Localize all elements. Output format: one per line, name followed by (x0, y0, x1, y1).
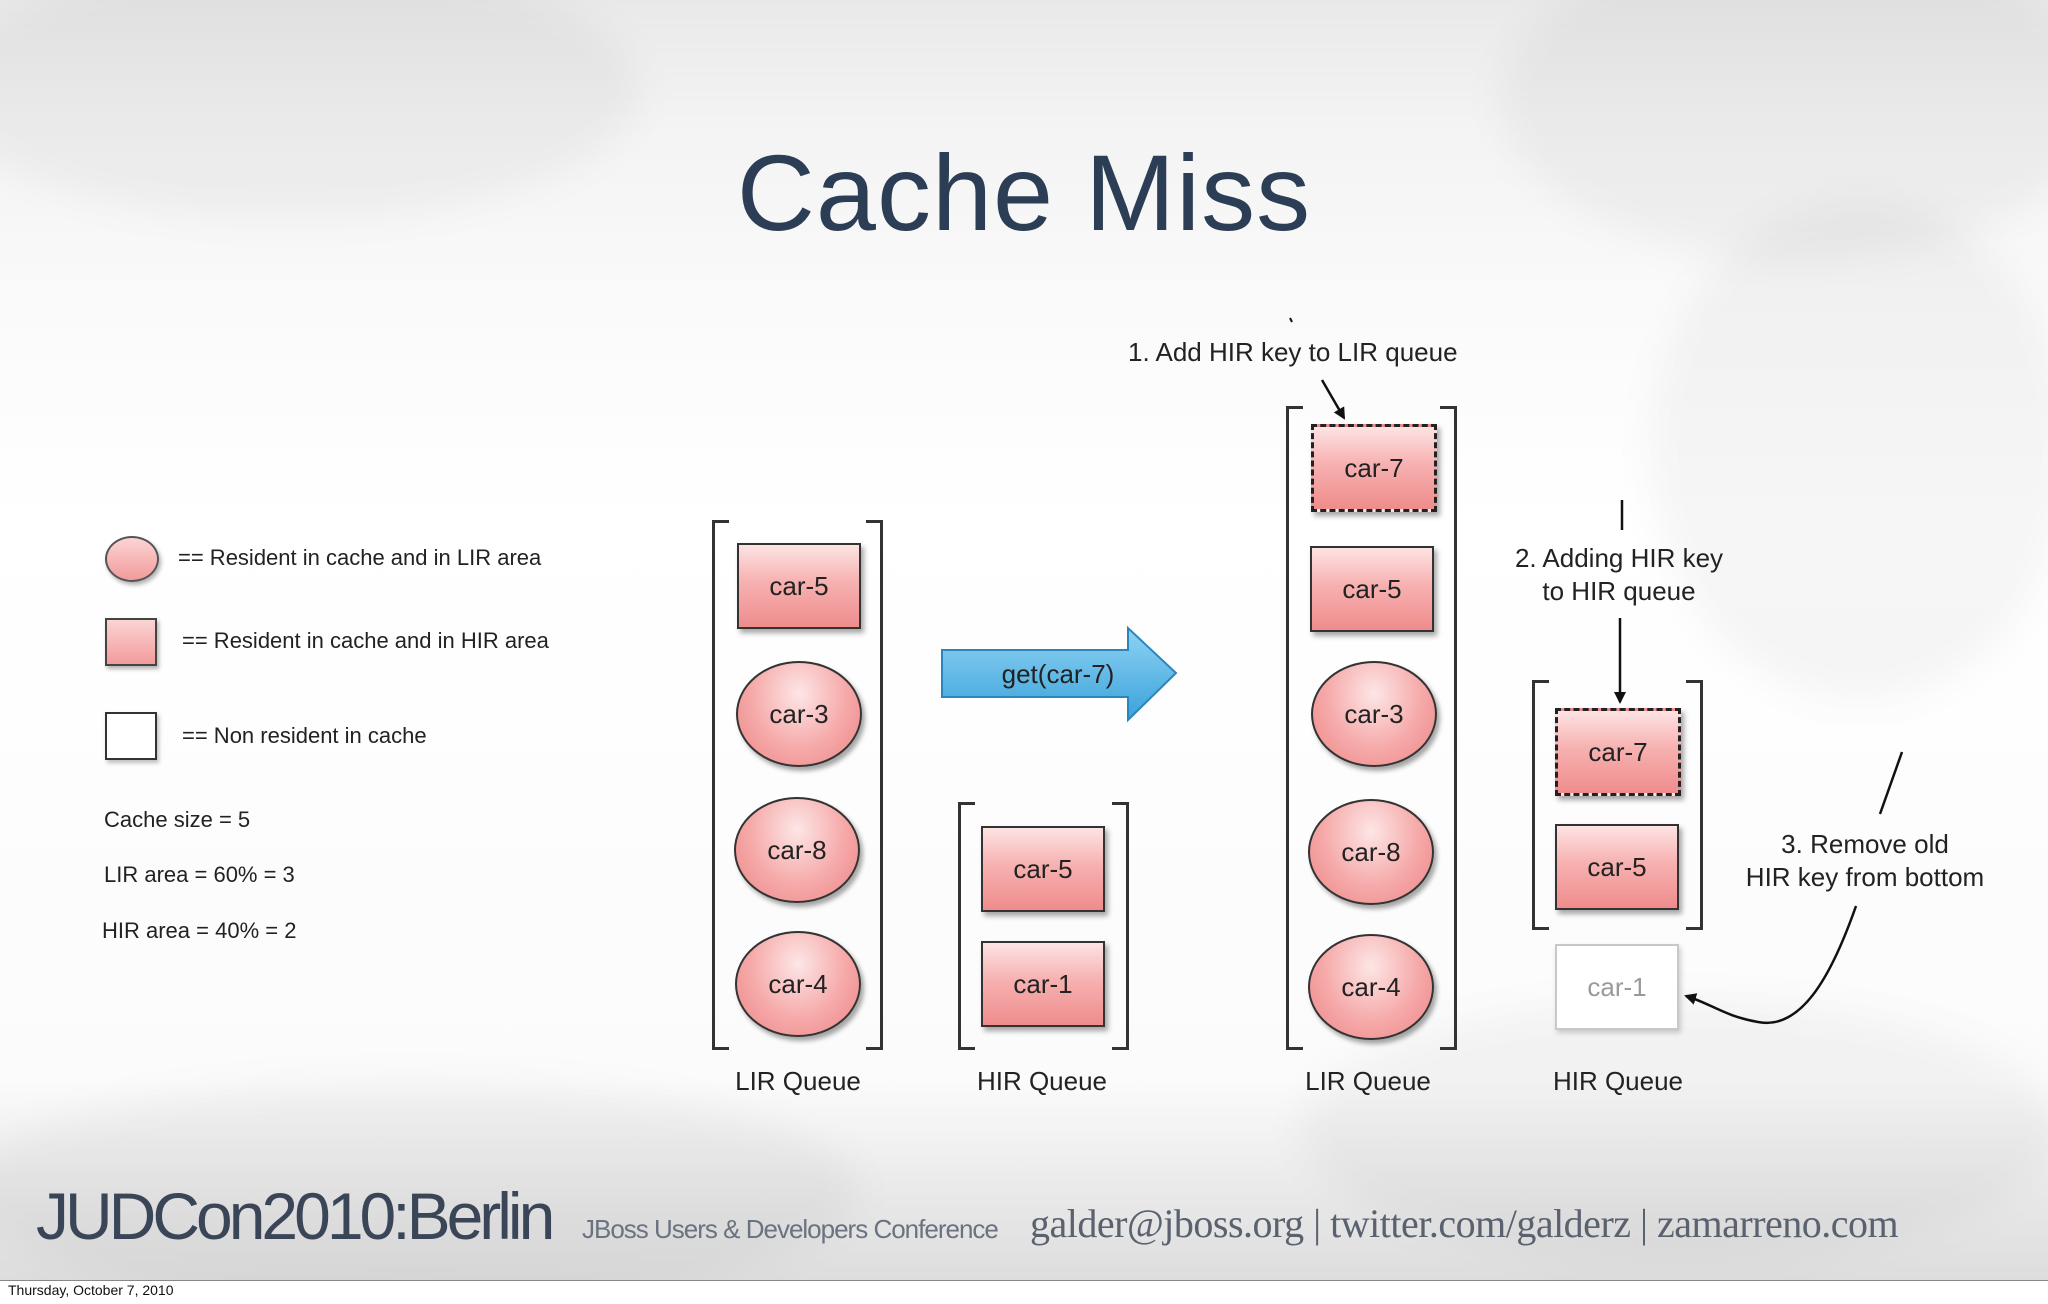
get-operation-arrow (941, 625, 1178, 723)
step1-arrow (1320, 379, 1346, 420)
step3-tick (1878, 751, 1904, 815)
legend-hir-text: == Resident in cache and in HIR area (182, 628, 549, 653)
before-hir-bracket-left (958, 802, 975, 1050)
annotation-step3: 3. Remove old HIR key from bottom (1730, 828, 2000, 894)
stat-lir-area: LIR area = 60% = 3 (104, 862, 295, 887)
after-hir-label: HIR Queue (1552, 1066, 1684, 1096)
annotation-step3-line1: 3. Remove old (1781, 829, 1949, 859)
legend-nonres-text: == Non resident in cache (182, 723, 427, 748)
date-stamp: Thursday, October 7, 2010 (8, 1282, 174, 1298)
after-lir-label: LIR Queue (1305, 1066, 1431, 1096)
before-lir-node: car-4 (735, 931, 861, 1037)
before-hir-node: car-5 (981, 826, 1105, 912)
step1-tick (1289, 317, 1293, 323)
get-operation-label: get(car-7) (1002, 659, 1115, 689)
annotation-step1: 1. Add HIR key to LIR queue (1128, 337, 1458, 367)
before-lir-label: LIR Queue (735, 1066, 861, 1096)
annotation-step3-line2: HIR key from bottom (1745, 862, 1985, 892)
after-hir-bracket-right (1686, 680, 1703, 930)
after-hir-bracket-left (1532, 680, 1549, 930)
before-lir-node: car-3 (736, 661, 862, 767)
before-hir-node: car-1 (981, 941, 1105, 1027)
annotation-step2-line1: 2. Adding HIR key (1514, 543, 1724, 573)
annotation-step2: 2. Adding HIR key to HIR queue (1500, 542, 1738, 608)
legend-lir-circle (105, 536, 159, 582)
step3-arrow (1684, 905, 1858, 1025)
before-lir-bracket-right (866, 520, 883, 1050)
after-lir-node: car-3 (1311, 661, 1437, 767)
after-lir-node: car-5 (1310, 546, 1434, 632)
before-lir-node: car-5 (737, 543, 861, 629)
footer-brand: JUDCon2010:Berlin (36, 1179, 555, 1253)
annotation-step2-line2: to HIR queue (1542, 576, 1696, 606)
legend-hir-square (105, 618, 157, 666)
stat-hir-area: HIR area = 40% = 2 (102, 918, 297, 943)
after-lir-node: car-8 (1308, 799, 1434, 905)
evicted-node: car-1 (1555, 944, 1679, 1030)
after-hir-node-new: car-7 (1555, 708, 1681, 796)
footer-contact: galder@jboss.org | twitter.com/galderz |… (1030, 1201, 1899, 1246)
legend-lir-text: == Resident in cache and in LIR area (178, 545, 542, 570)
slide-title: Cache Miss (736, 132, 1312, 253)
after-lir-bracket-left (1286, 406, 1303, 1050)
after-hir-node: car-5 (1555, 824, 1679, 910)
footer-subtitle: JBoss Users & Developers Conference (582, 1214, 999, 1244)
legend-nonres-square (105, 712, 157, 760)
after-lir-node-new: car-7 (1311, 424, 1437, 512)
before-lir-bracket-left (712, 520, 729, 1050)
after-lir-bracket-right (1440, 406, 1457, 1050)
stat-cache-size: Cache size = 5 (104, 807, 251, 832)
before-hir-bracket-right (1112, 802, 1129, 1050)
before-hir-label: HIR Queue (976, 1066, 1108, 1096)
after-lir-node: car-4 (1308, 934, 1434, 1040)
before-lir-node: car-8 (734, 797, 860, 903)
